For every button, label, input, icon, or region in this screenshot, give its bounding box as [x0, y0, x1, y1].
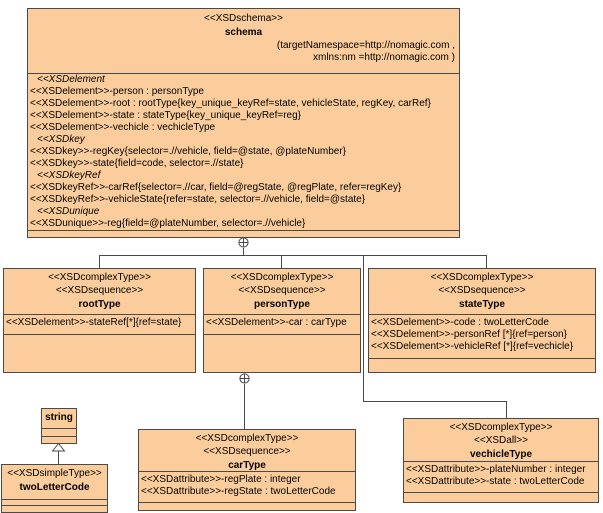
- member-row[interactable]: <<XSDkeyRef>>-vehicleState{refer=state, …: [30, 194, 366, 205]
- member-row[interactable]: <<XSDelement>>-state : stateType{key_uni…: [30, 110, 302, 121]
- containment-anchor-icon[interactable]: [238, 237, 249, 248]
- string-title-compartment: string: [42, 409, 76, 428]
- personType-empty-compartment: [204, 334, 360, 372]
- stateType-members-compartment: <<XSDelement>>-code : twoLetterCode <<XS…: [369, 314, 595, 358]
- stateType-empty-compartment: [369, 358, 595, 372]
- containment-connector-segment[interactable]: [243, 248, 244, 256]
- personType-members-compartment: <<XSDelement>>-car : carType: [204, 314, 360, 334]
- schema-empty-compartment: [28, 230, 459, 237]
- member-row[interactable]: <<XSDattribute>>-plateNumber : integer: [406, 464, 586, 475]
- rootType-stereotype: <<XSDcomplexType>>: [48, 272, 151, 283]
- twoLetterCode-stereotype: <<XSDsimpleType>>: [7, 468, 102, 479]
- member-group-header: <<XSDkeyRef: [37, 170, 101, 181]
- containment-connector-segment[interactable]: [486, 255, 487, 268]
- containment-connector-segment[interactable]: [363, 255, 364, 401]
- member-row[interactable]: <<XSDattribute>>-regPlate : integer: [141, 474, 301, 485]
- rootType-stereotype: <<XSDsequence>>: [55, 285, 144, 296]
- schema-members-compartment: <<XSDelement <<XSDelement>>-person : per…: [28, 73, 459, 230]
- twoLetterCode-empty-compartment: [2, 505, 107, 512]
- containment-connector-segment[interactable]: [244, 384, 245, 429]
- carType-members-compartment: <<XSDattribute>>-regPlate : integer <<XS…: [139, 471, 355, 502]
- personType-stereotype: <<XSDcomplexType>>: [230, 272, 334, 283]
- vechicleType-stereotype: <<XSDcomplexType>>: [449, 422, 553, 433]
- member-row[interactable]: <<XSDelement>>-personRef [*]{ref=person}: [371, 329, 567, 340]
- personType-title-compartment: <<XSDcomplexType>> <<XSDsequence>> perso…: [204, 269, 360, 314]
- string-name: string: [45, 412, 73, 423]
- rootType-members-compartment: <<XSDelement>>-stateRef[*]{ref=state}: [4, 314, 195, 334]
- stateType-stereotype: <<XSDsequence>>: [438, 285, 526, 296]
- twoLetterCode-name: twoLetterCode: [19, 482, 90, 493]
- member-row[interactable]: <<XSDattribute>>-state : twoLetterCode: [406, 476, 585, 487]
- rootType-empty-compartment: [4, 334, 195, 372]
- member-row[interactable]: <<XSDkey>>-regKey{selector=.//vehicle, f…: [30, 146, 347, 157]
- member-row[interactable]: <<XSDelement>>-car : carType: [206, 317, 347, 328]
- vechicleType-title-compartment: <<XSDcomplexType>> <<XSDall>> vechicleTy…: [404, 419, 598, 461]
- stateType-title-compartment: <<XSDcomplexType>> <<XSDsequence>> state…: [369, 269, 595, 314]
- schema-namespace-line: (targetNamespace=http://nomagic.com ,: [276, 40, 455, 51]
- stateType-stereotype: <<XSDcomplexType>>: [430, 272, 534, 283]
- personType-stereotype: <<XSDsequence>>: [238, 285, 326, 296]
- carType-stereotype: <<XSDsequence>>: [203, 446, 291, 457]
- containment-connector-segment[interactable]: [99, 255, 100, 268]
- vechicleType-members-compartment: <<XSDattribute>>-plateNumber : integer <…: [404, 461, 598, 492]
- class-node-carType[interactable]: <<XSDcomplexType>> <<XSDsequence>> carTy…: [138, 429, 356, 511]
- containment-anchor-icon[interactable]: [239, 373, 250, 384]
- member-row[interactable]: <<XSDelement>>-person : personType: [30, 86, 204, 97]
- carType-name: carType: [228, 460, 266, 471]
- class-node-stateType[interactable]: <<XSDcomplexType>> <<XSDsequence>> state…: [368, 268, 596, 373]
- class-node-twoLetterCode[interactable]: <<XSDsimpleType>> twoLetterCode: [1, 464, 108, 513]
- carType-empty-compartment: [139, 502, 355, 510]
- containment-connector-segment[interactable]: [281, 255, 282, 268]
- twoLetterCode-empty-compartment: [2, 499, 107, 505]
- schema-title-compartment: <<XSDschema>> schema (targetNamespace=ht…: [28, 9, 459, 73]
- string-empty-compartment: [42, 436, 76, 443]
- schema-stereotype: <<XSDschema>>: [204, 13, 283, 24]
- rootType-name: rootType: [78, 299, 121, 310]
- member-row[interactable]: <<XSDelement>>-vechicle : vechicleType: [30, 122, 216, 133]
- member-group-header: <<XSDunique: [37, 206, 100, 217]
- member-row[interactable]: <<XSDelement>>-vehicleRef [*]{ref=vechic…: [371, 341, 574, 352]
- vechicleType-empty-compartment: [404, 492, 598, 502]
- class-node-vechicleType[interactable]: <<XSDcomplexType>> <<XSDall>> vechicleTy…: [403, 418, 599, 503]
- generalization-connector-segment[interactable]: [58, 451, 59, 464]
- personType-name: personType: [254, 299, 310, 310]
- member-row[interactable]: <<XSDkey>>-state{field=code, selector=./…: [30, 158, 244, 169]
- class-node-schema[interactable]: <<XSDschema>> schema (targetNamespace=ht…: [27, 8, 460, 238]
- carType-title-compartment: <<XSDcomplexType>> <<XSDsequence>> carTy…: [139, 430, 355, 471]
- string-empty-compartment: [42, 428, 76, 436]
- member-row[interactable]: <<XSDkeyRef>>-carRef{selector=.//car, fi…: [30, 182, 402, 193]
- containment-connector-segment[interactable]: [99, 255, 487, 256]
- vechicleType-name: vechicleType: [469, 449, 533, 460]
- carType-stereotype: <<XSDcomplexType>>: [195, 433, 299, 444]
- class-node-rootType[interactable]: <<XSDcomplexType>> <<XSDsequence>> rootT…: [3, 268, 196, 373]
- class-node-personType[interactable]: <<XSDcomplexType>> <<XSDsequence>> perso…: [203, 268, 361, 373]
- rootType-title-compartment: <<XSDcomplexType>> <<XSDsequence>> rootT…: [4, 269, 195, 314]
- member-row[interactable]: <<XSDunique>>-reg{field=@plateNumber, se…: [30, 218, 306, 229]
- containment-connector-segment[interactable]: [363, 401, 507, 402]
- twoLetterCode-title-compartment: <<XSDsimpleType>> twoLetterCode: [2, 465, 107, 499]
- vechicleType-stereotype: <<XSDall>>: [474, 435, 528, 446]
- schema-name: schema: [224, 27, 263, 38]
- member-row[interactable]: <<XSDelement>>-stateRef[*]{ref=state}: [6, 317, 182, 328]
- member-row[interactable]: <<XSDelement>>-code : twoLetterCode: [371, 317, 549, 328]
- class-node-string[interactable]: string: [41, 408, 77, 444]
- member-group-header: <<XSDkey: [37, 134, 85, 145]
- member-group-header: <<XSDelement: [37, 74, 105, 85]
- containment-connector-segment[interactable]: [506, 401, 507, 418]
- schema-xmlns-line: xmlns:nm =http://nomagic.com ): [313, 52, 455, 63]
- member-row[interactable]: <<XSDattribute>>-regState : twoLetterCod…: [141, 486, 336, 497]
- member-row[interactable]: <<XSDelement>>-root : rootType{key_uniqu…: [30, 98, 431, 109]
- stateType-name: stateType: [459, 299, 505, 310]
